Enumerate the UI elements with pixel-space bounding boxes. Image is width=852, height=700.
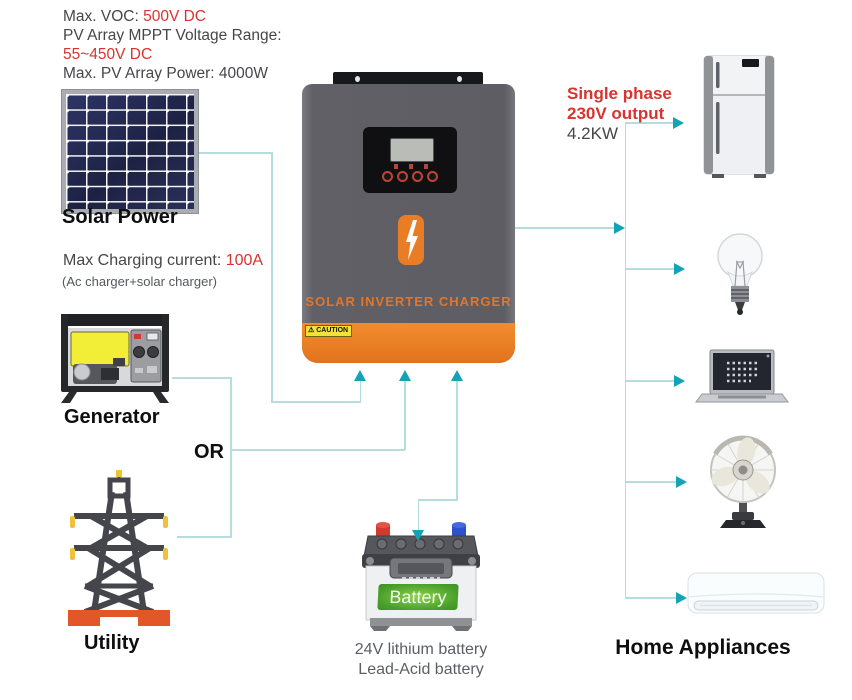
- connector-line: [404, 381, 406, 450]
- arrow-right-icon: [676, 475, 687, 488]
- status-led: [394, 164, 398, 169]
- arrow-up-icon: [354, 370, 366, 381]
- inverter-lcd-screen: [390, 138, 434, 162]
- inverter-mounting-bracket: [333, 72, 483, 85]
- solar-power-label: Solar Power: [62, 206, 178, 228]
- generator-icon: [61, 314, 169, 403]
- connector-line: [177, 536, 231, 538]
- connector-line: [624, 597, 679, 599]
- home-appliances-label: Home Appliances: [615, 636, 791, 659]
- pv-specs-text: Max. VOC: 500V DC PV Array MPPT Voltage …: [63, 7, 282, 83]
- solar-panel-cells: [66, 94, 194, 209]
- output-line2: 230V output: [567, 104, 665, 123]
- lightning-bolt-icon: [398, 215, 424, 265]
- inverter-title: SOLAR INVERTER CHARGER: [305, 294, 512, 309]
- connector-line: [172, 377, 231, 379]
- solar-panel-icon: [62, 90, 198, 213]
- spec-line-voc: Max. VOC: 500V DC: [63, 8, 207, 25]
- bracket-hole: [355, 76, 360, 82]
- arrow-right-icon: [676, 591, 687, 604]
- warning-icon: ⚠ CAUTION: [305, 325, 352, 337]
- inverter-button[interactable]: [397, 171, 408, 182]
- connector-line: [190, 152, 272, 154]
- connector-line: [624, 122, 626, 599]
- status-led: [409, 164, 413, 169]
- inverter-button[interactable]: [412, 171, 423, 182]
- connector-line: [515, 227, 615, 229]
- connector-line: [624, 268, 677, 270]
- bracket-hole: [457, 76, 462, 82]
- arrow-up-icon: [398, 370, 411, 381]
- laptop-icon: [695, 349, 789, 403]
- output-text: Single phase 230V output 4.2KW: [567, 84, 672, 144]
- connector-line: [624, 380, 677, 382]
- inverter-orange-band: ⚠ CAUTION: [302, 323, 515, 363]
- air-conditioner-icon: [687, 572, 825, 614]
- battery-caption: 24V lithium battery Lead-Acid battery: [354, 641, 488, 678]
- generator-label: Generator: [64, 406, 160, 428]
- arrow-right-icon: [614, 221, 625, 234]
- status-led: [424, 164, 428, 169]
- charging-note: (Ac charger+solar charger): [62, 274, 217, 289]
- connector-line: [624, 481, 679, 483]
- arrow-right-icon: [674, 374, 685, 387]
- charging-text: Max Charging current: 100A: [63, 252, 264, 269]
- or-label: OR: [194, 441, 224, 463]
- connector-line: [230, 377, 232, 538]
- inverter-button[interactable]: [382, 171, 393, 182]
- charging-value: 100A: [225, 252, 264, 269]
- fan-icon: [710, 435, 776, 528]
- connector-line: [417, 499, 419, 532]
- refrigerator-icon: [703, 55, 775, 178]
- utility-tower-icon: [68, 470, 170, 626]
- connector-line: [624, 122, 676, 124]
- output-line3: 4.2KW: [567, 124, 619, 143]
- inverter: SOLAR INVERTER CHARGER ⚠ CAUTION: [302, 84, 515, 363]
- spec-line-mppt-value: 55~450V DC: [63, 46, 153, 63]
- spec-line-power: Max. PV Array Power: 4000W: [63, 65, 269, 82]
- inverter-display-panel: [363, 127, 457, 193]
- arrow-down-icon: [411, 530, 424, 541]
- connector-line: [417, 499, 458, 501]
- inverter-button[interactable]: [427, 171, 438, 182]
- voc-value: 500V DC: [143, 8, 207, 25]
- battery-label: Battery: [377, 584, 459, 610]
- output-line1: Single phase: [567, 84, 672, 103]
- arrow-up-icon: [450, 370, 463, 381]
- spec-line-mppt: PV Array MPPT Voltage Range:: [63, 27, 282, 44]
- connector-line: [271, 401, 361, 403]
- light-bulb-icon: [717, 233, 763, 315]
- connector-line: [456, 381, 458, 500]
- utility-label: Utility: [84, 632, 140, 654]
- arrow-right-icon: [674, 262, 685, 275]
- arrow-right-icon: [673, 116, 684, 129]
- connector-line: [230, 449, 405, 451]
- connector-line: [359, 381, 361, 402]
- connector-line: [271, 152, 273, 402]
